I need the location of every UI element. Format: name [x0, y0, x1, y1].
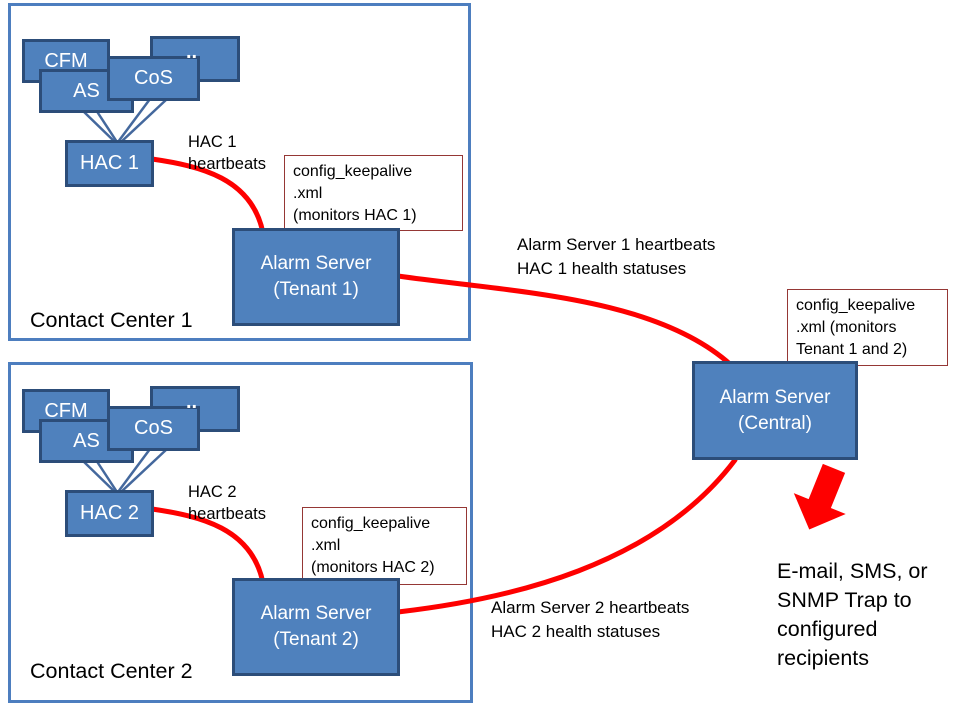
alarm-server-1-flow-label: Alarm Server 1 heartbeats HAC 1 health s… — [517, 235, 716, 278]
config-keepalive-note-central: config_keepalive .xml (monitors Tenant 1… — [787, 289, 948, 366]
contact-center-1-box — [8, 3, 471, 341]
contact-center-2-box — [8, 362, 473, 703]
as-label: AS — [73, 429, 100, 452]
hac2-component-links — [81, 448, 168, 493]
red-output-arrow-icon — [793, 463, 846, 530]
cos-box-1: CoS — [107, 56, 200, 101]
hac1-box: HAC 1 — [65, 140, 154, 187]
alarm-server-2-flow-label: Alarm Server 2 heartbeats HAC 2 health s… — [491, 598, 690, 641]
more-components-label-2: .. — [186, 391, 198, 413]
hac2-heartbeats-label: HAC 2 heartbeats — [188, 483, 266, 523]
hac2-label: HAC 2 — [80, 502, 139, 524]
hac2-box: HAC 2 — [65, 490, 154, 537]
hac2-heartbeat-curve — [149, 506, 266, 586]
config-keepalive-note-2: config_keepalive .xml (monitors HAC 2) — [302, 507, 467, 585]
hac1-component-links — [81, 98, 168, 143]
cos-box-2: CoS — [107, 406, 200, 451]
contact-center-1-title: Contact Center 1 — [30, 308, 193, 332]
alarm-server-tenant2-box: Alarm Server (Tenant 2) — [232, 578, 400, 676]
alarm-server-tenant1-box: Alarm Server (Tenant 1) — [232, 228, 400, 326]
cos-label: CoS — [134, 417, 173, 439]
as-label: AS — [73, 79, 100, 102]
contact-center-2-cluster: CFM AS CoS .. HAC 2 HAC 2 heartbeats con… — [8, 362, 473, 703]
cfm-label: CFM — [44, 49, 88, 72]
hac1-label: HAC 1 — [80, 152, 139, 174]
hac1-heartbeats-label: HAC 1 heartbeats — [188, 133, 266, 173]
tenant1-heartbeat-curve — [395, 273, 734, 368]
cos-label: CoS — [134, 67, 173, 89]
cfm-label: CFM — [44, 399, 88, 422]
tenant2-heartbeat-curve — [395, 457, 738, 615]
hac1-heartbeat-curve — [149, 156, 266, 236]
contact-center-1-cluster: CFM AS CoS .. HAC 1 HAC 1 heartbeats con… — [8, 3, 471, 341]
contact-center-2-title: Contact Center 2 — [30, 659, 193, 683]
more-components-label-1: .. — [186, 41, 198, 63]
alarm-server-central-box: Alarm Server (Central) — [692, 361, 858, 460]
config-keepalive-note-1: config_keepalive .xml (monitors HAC 1) — [284, 155, 463, 231]
output-recipients-label: E-mail, SMS, or SNMP Trap to configured … — [777, 559, 928, 670]
